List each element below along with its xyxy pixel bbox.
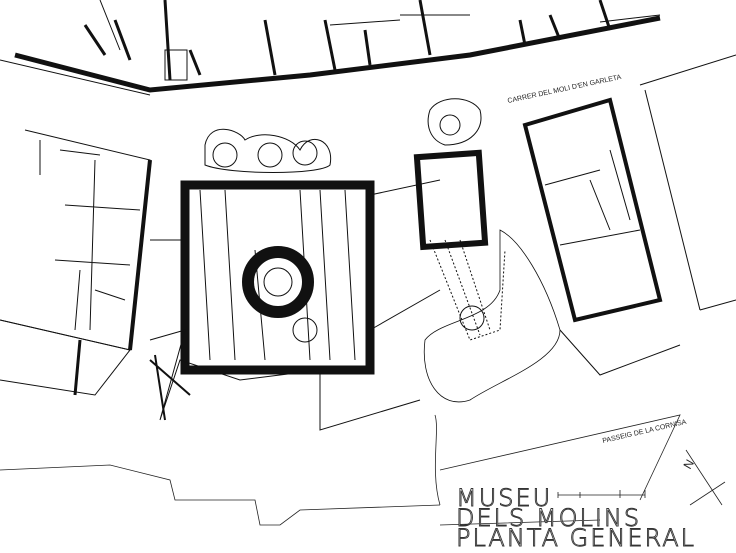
scale-bar <box>557 490 646 498</box>
right-buildings <box>522 54 736 376</box>
central-tower-building <box>149 128 441 431</box>
left-buildings <box>0 129 152 396</box>
street-label-bottom: PASSEIG DE LA CORNISA <box>602 419 688 445</box>
title-line-3: PLANTA GENERAL <box>456 524 696 552</box>
bottom-site-lines <box>0 414 726 526</box>
north-arrow-icon: N <box>680 457 696 472</box>
title-line-2: DELS MOLINS <box>456 504 641 532</box>
title-line-1: MUSEU <box>456 484 552 512</box>
street-top-buildings <box>0 0 661 96</box>
right-mill-building <box>413 98 561 403</box>
